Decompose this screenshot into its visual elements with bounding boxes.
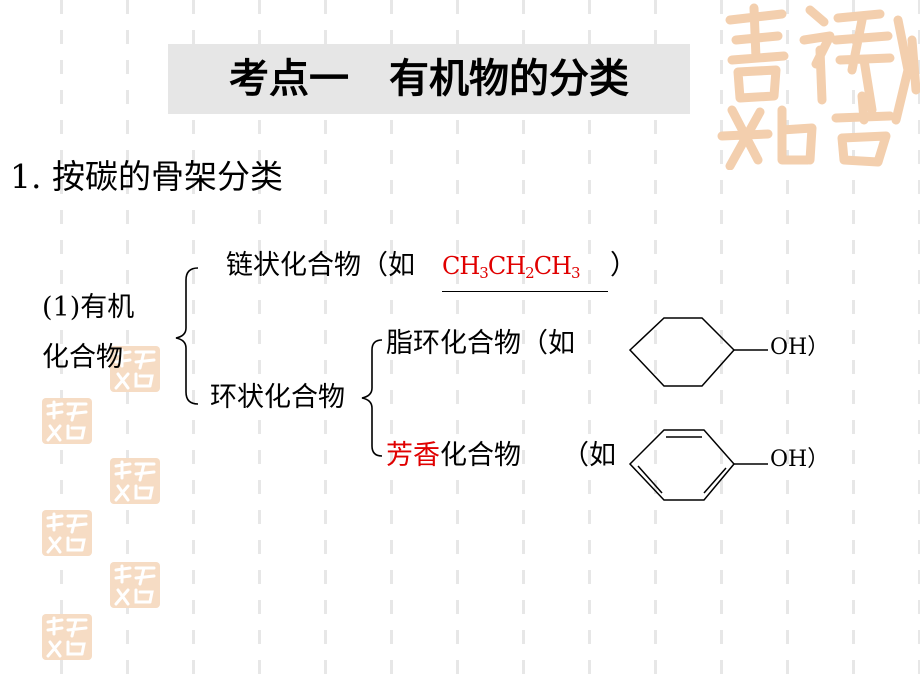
seal-logo-icon <box>110 458 160 504</box>
title-background <box>168 44 690 114</box>
aromatic-example-prefix: （如 <box>562 440 616 471</box>
seal-logo-icon <box>42 510 92 556</box>
aromatic-substituent: OH） <box>770 447 830 472</box>
slide-title: 考点一 有机物的分类 <box>229 56 629 102</box>
category-label-line1: (1)有机 <box>42 292 135 323</box>
chain-example-formula: CH3CH2CH3 <box>442 248 608 292</box>
seal-logo-icon <box>717 3 920 170</box>
chain-close-paren: ） <box>610 250 637 281</box>
benzene-ring-icon <box>628 429 768 501</box>
category-label-line2: 化合物 <box>42 342 123 373</box>
section-heading: 1. 按碳的骨架分类 <box>10 157 283 196</box>
chain-compound-label: 链状化合物（如 <box>226 250 415 281</box>
aromatic-highlight: 芳香 <box>386 440 440 471</box>
brace-icon <box>175 267 199 405</box>
seal-logo-icon <box>42 398 92 444</box>
alicyclic-compound-label: 脂环化合物（如 <box>386 328 575 359</box>
aromatic-compound-label: 芳香化合物 <box>386 440 521 471</box>
cyclohexane-ring-icon <box>628 317 768 387</box>
seal-logo-icon <box>110 346 160 392</box>
seal-logo-icon <box>110 562 160 608</box>
alicyclic-substituent: OH） <box>770 335 830 360</box>
cyclic-compound-label: 环状化合物 <box>210 382 345 413</box>
seal-logo-icon <box>42 614 92 660</box>
brace-icon <box>361 339 383 457</box>
